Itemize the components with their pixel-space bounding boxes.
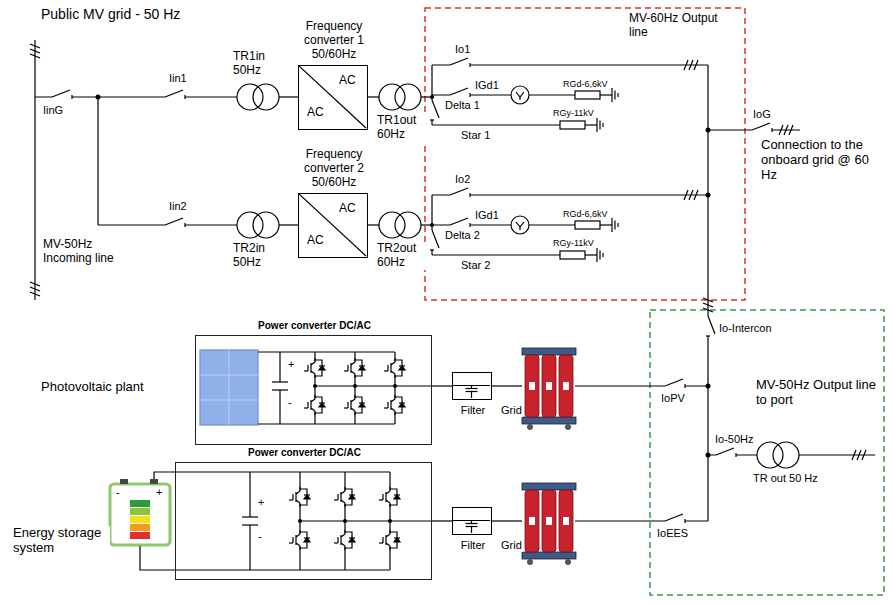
filter-box: Filter xyxy=(452,372,492,400)
diagram-label: + xyxy=(257,496,265,509)
diagram-label: IoG xyxy=(752,108,772,121)
diagram-label: Io1 xyxy=(454,43,471,56)
diagram-label: RGd-6,6kV xyxy=(562,79,609,89)
diagram-label: Star 2 xyxy=(460,259,491,272)
diagram-label: - xyxy=(287,396,293,409)
frequency-converter: Frequency converter 2 50/60HzACAC xyxy=(298,193,368,258)
diagram-label: Io-Intercon xyxy=(718,322,773,335)
filter-box: Filter xyxy=(452,507,492,535)
ac-label: AC xyxy=(307,106,324,120)
diagram-label: Star 1 xyxy=(460,129,491,142)
diagram-label: Energy storage system xyxy=(12,526,110,556)
converter-title: Frequency converter 2 50/60Hz xyxy=(284,148,384,189)
diagram-label: - xyxy=(115,486,121,499)
diagram-label: Connection to the onboard grid @ 60 Hz xyxy=(760,138,887,183)
diagram-label: TR2in 50Hz xyxy=(232,242,280,270)
filter-label: Filter xyxy=(447,404,499,417)
converter-title: Power converter DC/AC xyxy=(176,447,433,459)
diagram-label: - xyxy=(257,530,263,543)
diagram-label: TR1in 50Hz xyxy=(232,50,280,78)
power-converter-box: Power converter DC/AC xyxy=(175,462,432,580)
diagram-label: + xyxy=(155,486,163,499)
ac-label: AC xyxy=(339,202,356,216)
diagram-label: MV-60Hz Output line xyxy=(628,12,740,40)
diagram-label: Grid xyxy=(500,404,523,417)
diagram-label: Io2 xyxy=(454,173,471,186)
diagram-label: Grid xyxy=(500,539,523,552)
ac-label: AC xyxy=(307,234,324,248)
diagram-label: + xyxy=(287,358,295,371)
filter-symbol xyxy=(453,508,491,534)
diagram-label: IoEES xyxy=(656,527,689,540)
diagram-label: TR1out 60Hz xyxy=(376,114,426,142)
filter-label: Filter xyxy=(447,539,499,552)
diagram-label: Delta 2 xyxy=(444,229,481,242)
diagram-label: Public MV grid - 50 Hz xyxy=(40,6,181,22)
diagram-label: IinG xyxy=(42,104,64,117)
converter-diagonal xyxy=(299,66,367,129)
converter-title: Power converter DC/AC xyxy=(196,320,433,332)
diagram-label: IGd1 xyxy=(474,79,500,92)
power-converter-box: Power converter DC/AC xyxy=(195,335,432,445)
filter-symbol xyxy=(453,373,491,399)
converter-title: Frequency converter 1 50/60Hz xyxy=(284,20,384,61)
diagram-label: IGd1 xyxy=(474,209,500,222)
wire xyxy=(432,520,452,521)
diagram-label: RGy-11kV xyxy=(552,108,595,118)
frequency-converter: Frequency converter 1 50/60HzACAC xyxy=(298,65,368,130)
converter-diagonal xyxy=(299,194,367,257)
diagram-label: TR2out 60Hz xyxy=(376,242,426,270)
ac-label: AC xyxy=(339,74,356,88)
diagram-label: MV-50Hz Output line to port xyxy=(755,378,879,408)
diagram-label: MV-50Hz Incoming line xyxy=(42,238,144,266)
diagram-label: RGd-6,6kV xyxy=(562,209,609,219)
diagram-label: Io-50Hz xyxy=(714,433,755,446)
diagram-label: Delta 1 xyxy=(444,99,481,112)
diagram-label: Iin2 xyxy=(168,200,188,213)
wire xyxy=(432,385,452,386)
diagram-label: Photovoltaic plant xyxy=(40,380,145,395)
diagram-label: TR out 50 Hz xyxy=(752,472,819,485)
diagram-label: Iin1 xyxy=(168,72,188,85)
diagram-label: IoPV xyxy=(660,392,686,405)
diagram-label: RGy-11kV xyxy=(552,238,595,248)
